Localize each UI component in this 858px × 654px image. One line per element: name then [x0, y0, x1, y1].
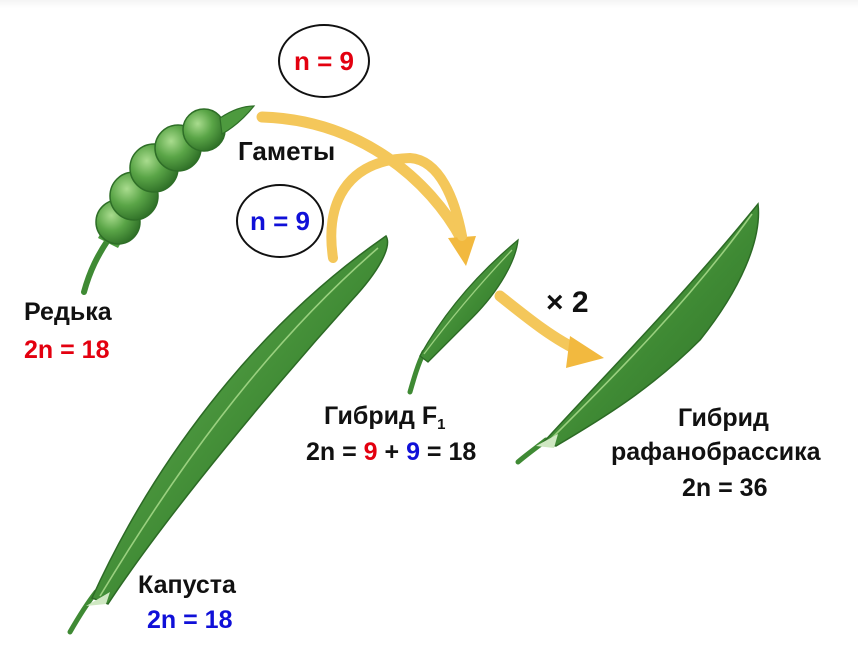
gametes-label: Гаметы: [238, 137, 335, 166]
raphanobrassica-line2: рафанобрассика: [611, 438, 821, 467]
cabbage-ploidy: 2n = 18: [147, 606, 232, 635]
raphanobrassica-line1: Гибрид: [678, 404, 769, 433]
doubling-label: × 2: [546, 288, 589, 317]
hybrid-f1-ploidy: 2n = 9 + 9 = 18: [306, 438, 476, 467]
hybrid-f1-subscript: 1: [437, 416, 445, 433]
radish-gamete-circle: n = 9: [278, 24, 370, 98]
cabbage-gamete-text: n = 9: [250, 206, 310, 237]
hybrid-f1-prefix: 2n =: [306, 438, 364, 466]
radish-name: Редька: [24, 298, 112, 327]
radish-pod: [84, 106, 254, 292]
raphanobrassica-ploidy: 2n = 36: [682, 474, 767, 503]
hybrid-f1-suffix: = 18: [420, 438, 476, 466]
hybrid-f1-name: Гибрид F1: [324, 402, 445, 439]
radish-gamete-text: n = 9: [294, 46, 354, 77]
radish-ploidy: 2n = 18: [24, 336, 109, 365]
cabbage-name: Капуста: [138, 571, 236, 600]
hybrid-f1-cabbage-n: 9: [406, 438, 420, 466]
hybrid-f1-radish-n: 9: [364, 438, 378, 466]
cabbage-gamete-circle: n = 9: [236, 184, 324, 258]
hybrid-f1-plus: +: [378, 438, 407, 466]
hybrid-f1-title: Гибрид F: [324, 402, 437, 430]
